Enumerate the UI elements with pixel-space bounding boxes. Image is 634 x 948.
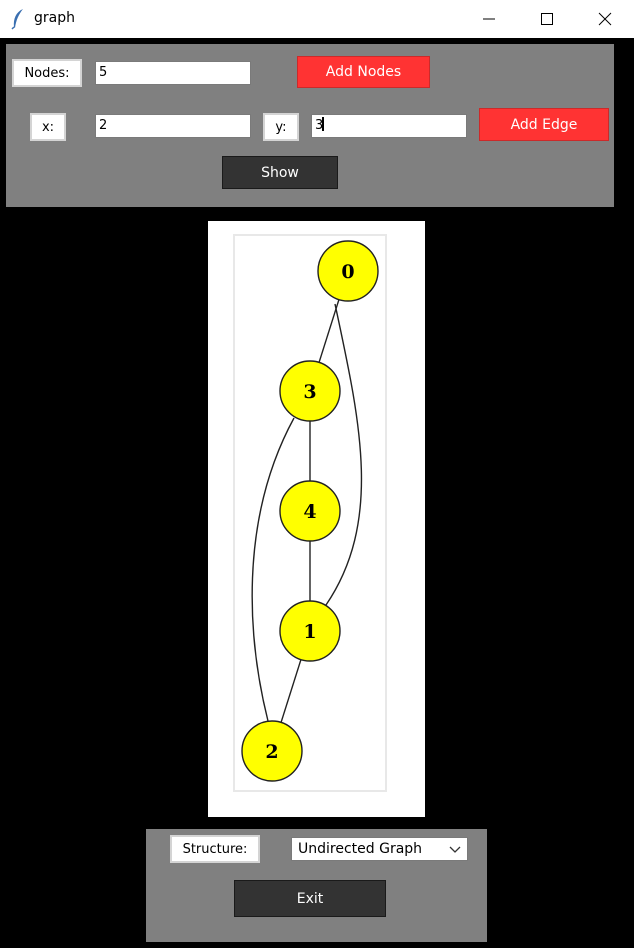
graph-node-2: 2 xyxy=(241,720,303,782)
graph-node-circle xyxy=(279,480,341,542)
graph-edge-3-2 xyxy=(251,417,295,722)
minimize-icon xyxy=(483,18,495,20)
graph-node-0: 0 xyxy=(317,240,379,302)
window-title: graph xyxy=(34,10,75,26)
graph-edge-1-2 xyxy=(280,659,302,723)
graph-node-circle xyxy=(241,720,303,782)
graph-node-circle xyxy=(317,240,379,302)
graph-canvas: 0 3 4 1 2 xyxy=(208,221,425,817)
graph-drawing: 0 3 4 1 2 xyxy=(233,234,387,792)
graph-node-label: 2 xyxy=(265,741,278,763)
title-bar: graph xyxy=(0,0,634,38)
structure-select[interactable]: Undirected Graph xyxy=(291,837,468,861)
graph-node-label: 1 xyxy=(303,621,316,643)
control-panel: Nodes: 5 Add Nodes x: 2 y: 3 Add Edge Sh… xyxy=(6,44,614,207)
graph-node-circle xyxy=(279,600,341,662)
chevron-down-icon xyxy=(449,846,461,853)
structure-panel: Structure: Undirected Graph Exit xyxy=(146,829,487,942)
graph-node-label: 3 xyxy=(303,381,316,403)
nodes-label: Nodes: xyxy=(12,59,82,87)
add-nodes-button[interactable]: Add Nodes xyxy=(297,56,430,88)
graph-node-4: 4 xyxy=(279,480,341,542)
graph-edge-0-1 xyxy=(325,303,363,606)
graph-node-1: 1 xyxy=(279,600,341,662)
maximize-button[interactable] xyxy=(518,0,576,38)
graph-node-3: 3 xyxy=(279,360,341,422)
graph-node-label: 0 xyxy=(341,261,354,283)
y-input-value: 3 xyxy=(315,118,324,133)
graph-frame xyxy=(233,234,387,792)
y-input[interactable]: 3 xyxy=(311,114,467,138)
add-edge-button[interactable]: Add Edge xyxy=(479,108,609,141)
nodes-input[interactable]: 5 xyxy=(95,61,251,85)
structure-label: Structure: xyxy=(170,835,260,863)
feather-icon xyxy=(11,9,23,30)
minimize-button[interactable] xyxy=(460,0,518,38)
close-icon xyxy=(598,12,612,26)
y-label: y: xyxy=(263,113,299,141)
graph-node-label: 4 xyxy=(303,501,316,523)
x-input[interactable]: 2 xyxy=(95,114,251,138)
exit-button[interactable]: Exit xyxy=(234,880,386,917)
maximize-icon xyxy=(541,13,553,25)
close-button[interactable] xyxy=(576,0,634,38)
text-cursor xyxy=(322,117,325,131)
show-button[interactable]: Show xyxy=(222,156,338,189)
structure-select-value: Undirected Graph xyxy=(298,841,423,857)
graph-node-circle xyxy=(279,360,341,422)
x-label: x: xyxy=(30,113,66,141)
